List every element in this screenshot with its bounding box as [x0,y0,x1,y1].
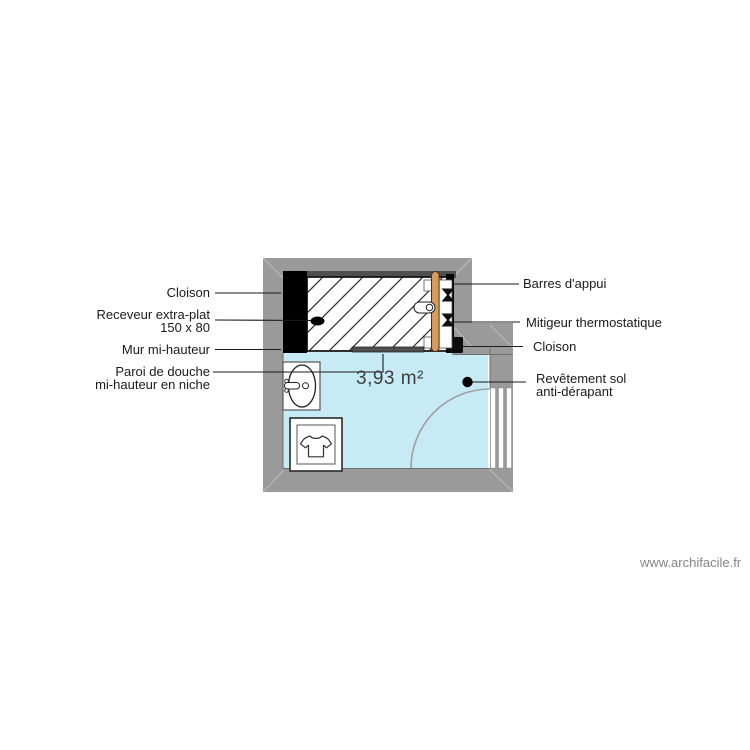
sink [282,361,321,411]
tshirt-icon [299,435,333,458]
label-paroi-douche: Paroi de douche mi-hauteur en niche [95,364,210,392]
label-mitigeur: Mitigeur thermostatique [526,314,662,330]
door-swing-arc [410,388,491,469]
niche-top-wall [283,271,456,278]
label-revetement-sol: Revêtement sol anti-dérapant [536,370,627,399]
label-barres-appui: Barres d'appui [523,276,607,291]
sink-faucet-icon [284,382,300,390]
mixer-thermostatic-icon [441,288,455,327]
leader-lines [213,283,526,383]
shower-screen [351,346,425,353]
washing-machine [289,417,343,472]
wall-left [263,258,283,492]
leader-paroi [213,354,384,373]
marker-dot-revetement [462,376,473,388]
shower-fixtures [413,271,455,352]
wall-bottom [263,468,513,492]
door-leaf [490,387,513,469]
label-cloison-right: Cloison [533,339,577,354]
watermark-archifacile: www.archifacile.fr [640,555,742,570]
hand-shower-icon [413,301,436,314]
label-cloison-left: Cloison [166,285,210,300]
room-area-label: 3,93 m² [356,368,424,389]
half-height-wall-left [283,271,307,353]
door [410,387,513,469]
label-receveur: Receveur extra-plat 150 x 80 [96,307,210,335]
marker-dot-receveur [310,316,325,326]
label-mur-mi-hauteur: Mur mi-hauteur [121,342,210,357]
leader-receveur [214,319,313,322]
